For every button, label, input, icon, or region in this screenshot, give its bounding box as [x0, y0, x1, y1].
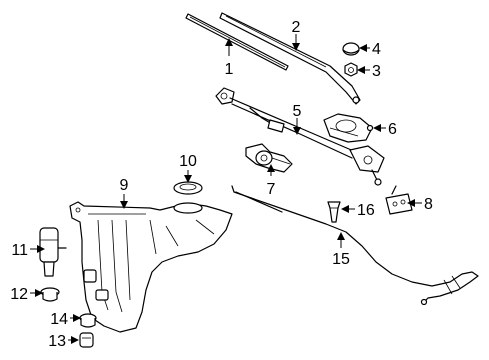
wiper-motor [323, 113, 374, 143]
callout-11: 11 [11, 242, 28, 259]
pivot-cap [342, 42, 360, 56]
callout-9: 9 [120, 177, 129, 194]
callouts: 1 2 3 4 5 6 7 8 9 10 11 12 14 13 15 16 [10, 19, 433, 350]
pivot-nut [344, 62, 358, 77]
pump-grommet [40, 287, 60, 302]
washer-reservoir [69, 201, 233, 333]
callout-14: 14 [50, 311, 68, 328]
reservoir-pump [39, 227, 67, 277]
callout-3: 3 [372, 63, 381, 80]
callout-6: 6 [388, 121, 397, 138]
washer-nozzle [327, 201, 341, 223]
callout-13: 13 [48, 333, 66, 350]
sensor-grommet [79, 313, 97, 328]
mounting-bracket [385, 185, 413, 215]
level-sensor [79, 332, 94, 348]
leaders [30, 34, 422, 344]
callout-7: 7 [267, 181, 276, 198]
wiper-blade [185, 13, 289, 71]
callout-2: 2 [292, 19, 301, 36]
wiper-arm [219, 12, 361, 105]
callout-1: 1 [225, 61, 234, 78]
callout-12: 12 [10, 286, 28, 303]
filler-seal [173, 181, 203, 195]
callout-15: 15 [332, 251, 350, 268]
callout-16: 16 [357, 202, 375, 219]
wiper-linkage [215, 87, 385, 186]
callout-8: 8 [424, 196, 433, 213]
callout-5: 5 [293, 103, 302, 120]
washer-pump [245, 143, 293, 173]
callout-10: 10 [179, 153, 197, 170]
callout-4: 4 [372, 41, 381, 58]
washer-hose [231, 185, 479, 306]
